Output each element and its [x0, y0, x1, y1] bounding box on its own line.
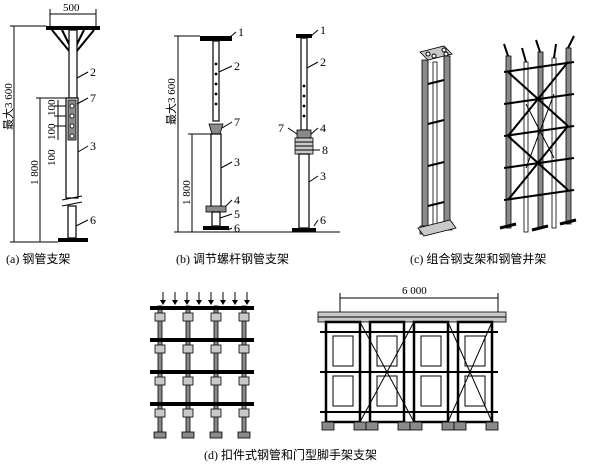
label-a-3: 3 [90, 139, 96, 153]
panel-a: 500 最大3 600 1 800 [1, 2, 100, 266]
caption-a: (a) 钢管支架 [6, 251, 70, 266]
top-plate-b-left [200, 36, 232, 41]
label-b-r6: 6 [320, 213, 326, 227]
top-plate-b-right [296, 34, 312, 38]
base-plate-b-right [292, 228, 316, 232]
dim-500-text: 500 [63, 2, 80, 14]
base-plate-a [58, 238, 88, 242]
tower2 [499, 35, 577, 233]
dim-100b-text: 100 [46, 123, 58, 140]
label-a-7: 7 [90, 91, 96, 105]
upper-tube-a [68, 29, 78, 99]
brace-left-a [51, 29, 71, 53]
label-b-l4: 4 [234, 193, 240, 207]
break-line-a1 [61, 195, 83, 201]
door-scaffold: 6 000 [317, 285, 507, 431]
pin-zone-a [67, 99, 77, 141]
dim-max-text-a: 最大3 600 [1, 83, 15, 130]
label-b-r4: 4 [320, 121, 326, 135]
coupler-b-right [296, 129, 312, 139]
tube-scaffold [150, 292, 254, 439]
load-arrows [160, 292, 250, 305]
brace-right-a [75, 29, 95, 53]
pin-b-left [208, 123, 224, 135]
label-b-r3: 3 [320, 169, 326, 183]
label-a-6: 6 [90, 213, 96, 227]
inner-tube-b-left [212, 40, 220, 122]
screw-b-left [211, 211, 221, 227]
panel-b: 最大3 600 1 800 1 2 7 3 4 5 6 1 [164, 23, 340, 266]
label-b-l7: 7 [234, 115, 240, 129]
label-b-r2: 2 [320, 55, 326, 69]
break-line-a2 [61, 201, 83, 207]
top-plate-a [46, 26, 100, 30]
bottom-tube-a [67, 205, 77, 239]
dim-100a-text: 100 [46, 99, 58, 116]
outer-tube-b-right [298, 153, 310, 229]
label-b-l3: 3 [234, 155, 240, 169]
tower1-base [417, 219, 457, 237]
outer-tube-b-left [210, 133, 222, 209]
label-b-r1: 1 [320, 23, 326, 37]
dim-1800-text-a: 1 800 [29, 160, 41, 185]
caption-b: (b) 调节螺杆钢管支架 [176, 251, 289, 266]
label-b-r7: 7 [278, 121, 284, 135]
panel-c: (c) 组合钢支架和钢管井架 [410, 35, 577, 266]
nut-b-left [205, 205, 227, 213]
caption-c: (c) 组合钢支架和钢管井架 [410, 251, 546, 266]
tower1-leg-2 [443, 55, 451, 227]
label-a-2: 2 [90, 65, 96, 79]
label-b-l2: 2 [234, 59, 240, 73]
dim-100c-text: 100 [46, 149, 58, 166]
dim-1800-text-b: 1 800 [181, 180, 193, 205]
label-b-r8: 8 [322, 143, 328, 157]
dim-max-text-b: 最大3 600 [164, 78, 178, 125]
label-b-l6: 6 [234, 221, 240, 235]
panel-d: 6 000 [150, 285, 507, 462]
label-b-l5: 5 [234, 207, 240, 221]
base-plate-b-left [203, 226, 229, 230]
label-b-l1: 1 [238, 25, 244, 39]
caption-d: (d) 扣件式钢管和门型脚手架支架 [204, 447, 377, 462]
tower1-leg-1 [421, 59, 429, 231]
dim-6000-text: 6 000 [402, 285, 427, 297]
